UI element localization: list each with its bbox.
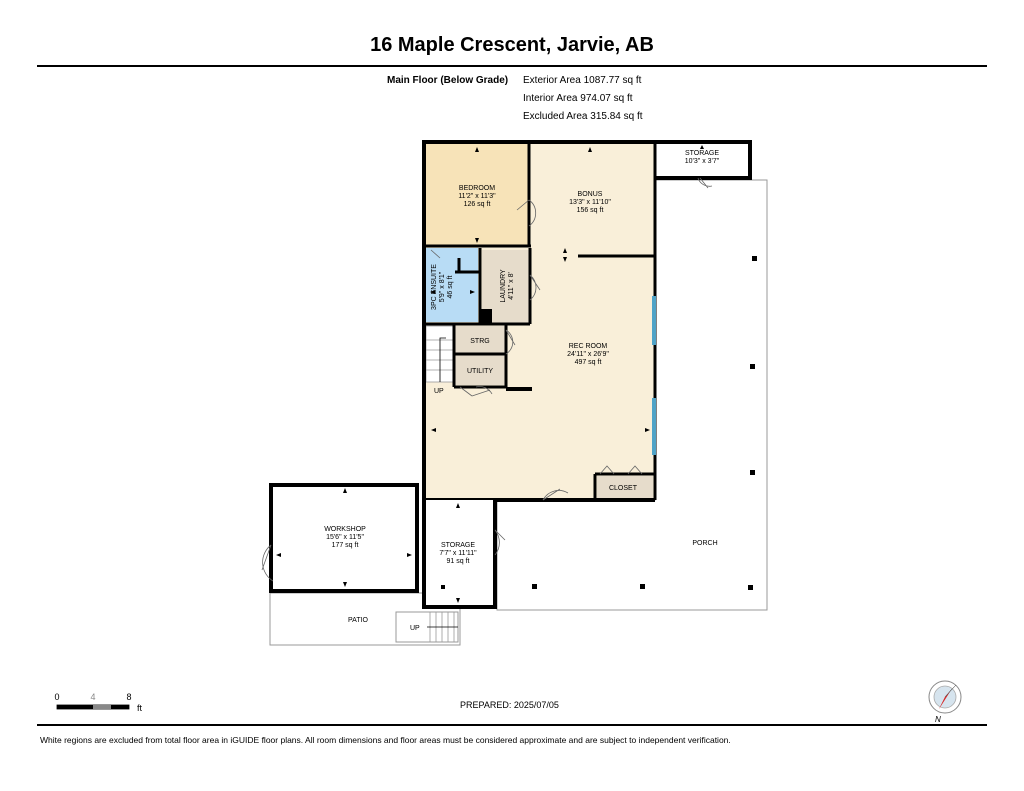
room-utility [455, 355, 505, 385]
plan-title: 16 Maple Crescent, Jarvie, AB [370, 34, 654, 56]
room-area: 91 sq ft [447, 558, 470, 565]
room-strg [455, 326, 505, 353]
room-dims: 24'11" x 26'9" [567, 351, 609, 358]
scale-tick: 0 [54, 692, 59, 702]
scale-tick: 8 [126, 692, 131, 702]
porch-post [640, 584, 645, 589]
compass-north-label: N [935, 715, 941, 724]
scale-tick: 4 [90, 692, 95, 702]
room-storage-bottom [426, 500, 493, 605]
room-dims: 11'2" x 11'3" [458, 193, 496, 200]
porch-post [532, 584, 537, 589]
room-area: 156 sq ft [577, 207, 604, 214]
scale-unit: ft [137, 703, 143, 713]
porch-post [750, 364, 755, 369]
room-name: BEDROOM [459, 185, 495, 192]
dimension-markers [276, 145, 704, 603]
room-name: UTILITY [467, 368, 493, 375]
room-name: PATIO [348, 617, 369, 624]
room-name: STORAGE [441, 542, 475, 549]
exterior-area: Exterior Area 1087.77 sq ft [523, 75, 642, 86]
room-name: CLOSET [609, 485, 638, 492]
room-dims: 10'3" x 3'7" [685, 158, 720, 165]
room-name: STORAGE [685, 150, 719, 157]
column [480, 309, 492, 323]
room-dims: 4'11" x 8' [508, 272, 515, 300]
footer-rule [37, 724, 987, 726]
room-name: STRG [470, 338, 489, 345]
room-ensuite [426, 248, 478, 322]
room-labels: BEDROOM 11'2" x 11'3" 126 sq ft BONUS 13… [324, 150, 720, 565]
stairs-up: UP [425, 325, 455, 395]
room-area: 177 sq ft [332, 542, 359, 549]
area-summary: Exterior Area 1087.77 sq ft Interior Are… [523, 72, 643, 126]
interior-area: Interior Area 974.07 sq ft [523, 93, 633, 104]
porch-post [750, 470, 755, 475]
disclaimer: White regions are excluded from total fl… [40, 735, 731, 745]
room-name: BONUS [578, 191, 603, 198]
room-dims: 7'7" x 11'11" [439, 550, 477, 557]
porch-post [752, 256, 757, 261]
room-dims: 5'9" x 8'1" [439, 271, 446, 302]
room-closet [597, 476, 653, 498]
room-area: 126 sq ft [464, 201, 491, 208]
doors [261, 177, 713, 582]
scale-bar: 0 4 8 ft [54, 692, 142, 713]
header-rule [37, 65, 987, 67]
room-name: 3PC ENSUITE [431, 264, 438, 310]
room-name: LAUNDRY [500, 269, 507, 303]
room-name: REC ROOM [569, 343, 608, 350]
room-name: PORCH [692, 540, 717, 547]
floor-label: Main Floor (Below Grade) [387, 75, 509, 86]
room-name: WORKSHOP [324, 526, 366, 533]
room-dims: 13'3" x 11'10" [569, 199, 611, 206]
prepared-date: PREPARED: 2025/07/05 [460, 700, 559, 710]
stairs-up-label: UP [410, 625, 420, 632]
compass-icon: N [928, 680, 962, 724]
room-area: 497 sq ft [575, 359, 602, 366]
room-area: 46 sq ft [447, 275, 454, 298]
room-workshop [273, 487, 415, 589]
excluded-area: Excluded Area 315.84 sq ft [523, 111, 643, 122]
stairs-up-label: UP [434, 388, 444, 395]
room-bedroom [426, 144, 529, 246]
porch-post [748, 585, 753, 590]
room-dims: 15'6" x 11'5" [326, 534, 364, 541]
